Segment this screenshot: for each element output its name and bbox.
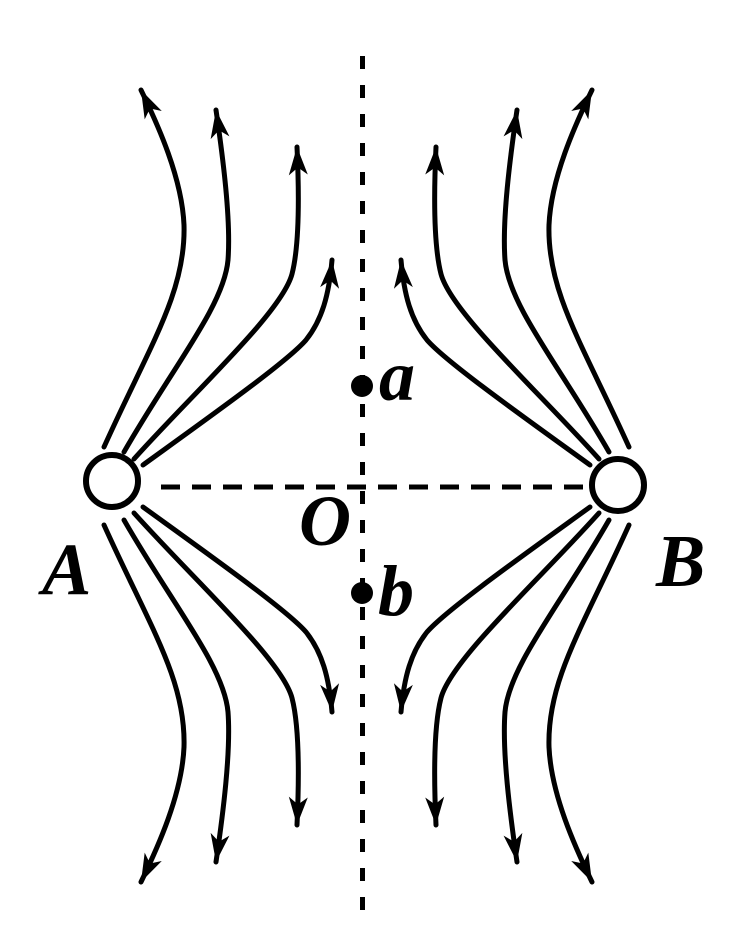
origin-label: O	[299, 481, 351, 561]
field-lines-top-right	[401, 90, 629, 465]
field-lines-top-left	[104, 90, 332, 465]
charge-a-label: A	[38, 529, 91, 611]
point-a-dot	[351, 375, 373, 397]
charge-b-label: B	[655, 521, 705, 603]
point-b-label: b	[378, 551, 414, 631]
field-lines-bottom-right	[401, 507, 629, 882]
point-a-label: a	[379, 336, 415, 416]
field-lines-bottom-left	[104, 507, 332, 882]
point-b-dot	[351, 582, 373, 604]
charge-a-circle	[83, 452, 141, 510]
charge-b-circle	[589, 456, 647, 514]
